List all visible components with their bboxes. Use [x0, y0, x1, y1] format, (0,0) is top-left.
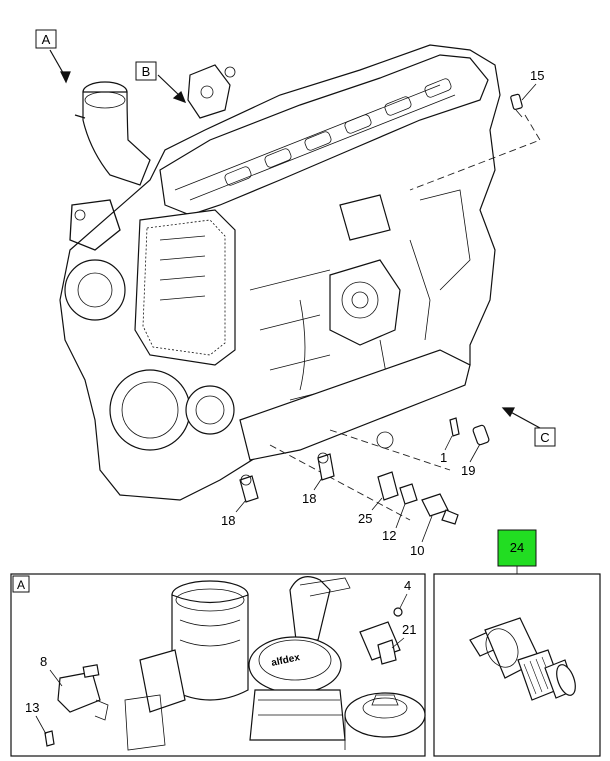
part-15-sensor	[510, 93, 523, 118]
part-19-sensor	[472, 424, 490, 446]
label-21: 21	[402, 622, 416, 637]
detail-24-panel: 24	[433, 529, 601, 757]
part-10-sensor	[421, 493, 459, 525]
label-4: 4	[404, 578, 411, 593]
callout-arrows	[49, 49, 541, 429]
label-1: 1	[440, 450, 447, 465]
part-number-labels: 15 1 19 18 18 25 12 10	[221, 68, 544, 558]
label-25: 25	[358, 511, 372, 526]
label-24: 24	[510, 540, 524, 555]
part-1-plug	[449, 417, 460, 437]
label-15: 15	[530, 68, 544, 83]
detail-a-label: A	[17, 578, 25, 592]
svg-text:A: A	[42, 32, 51, 47]
label-8: 8	[40, 654, 47, 669]
part-25-fitting	[377, 471, 399, 501]
label-18-a: 18	[221, 513, 235, 528]
label-18-b: 18	[302, 491, 316, 506]
svg-text:B: B	[142, 64, 151, 79]
detail-a-panel: A alfdex 8 13	[10, 573, 426, 757]
callout-box-c: C	[534, 427, 556, 447]
part-18-clip-b	[317, 452, 335, 481]
engine-illustration	[59, 44, 501, 501]
part-24-highlight-box	[497, 529, 537, 567]
label-13: 13	[25, 700, 39, 715]
label-12: 12	[382, 528, 396, 543]
callout-box-a: A	[35, 29, 57, 49]
part-12-adapter	[399, 483, 418, 505]
leader-lines	[269, 114, 541, 521]
part-24-sensor	[469, 617, 576, 701]
callout-box-b: B	[135, 61, 157, 81]
svg-text:C: C	[540, 430, 549, 445]
part-18-clip-a	[239, 474, 259, 503]
label-19: 19	[461, 463, 475, 478]
label-10: 10	[410, 543, 424, 558]
